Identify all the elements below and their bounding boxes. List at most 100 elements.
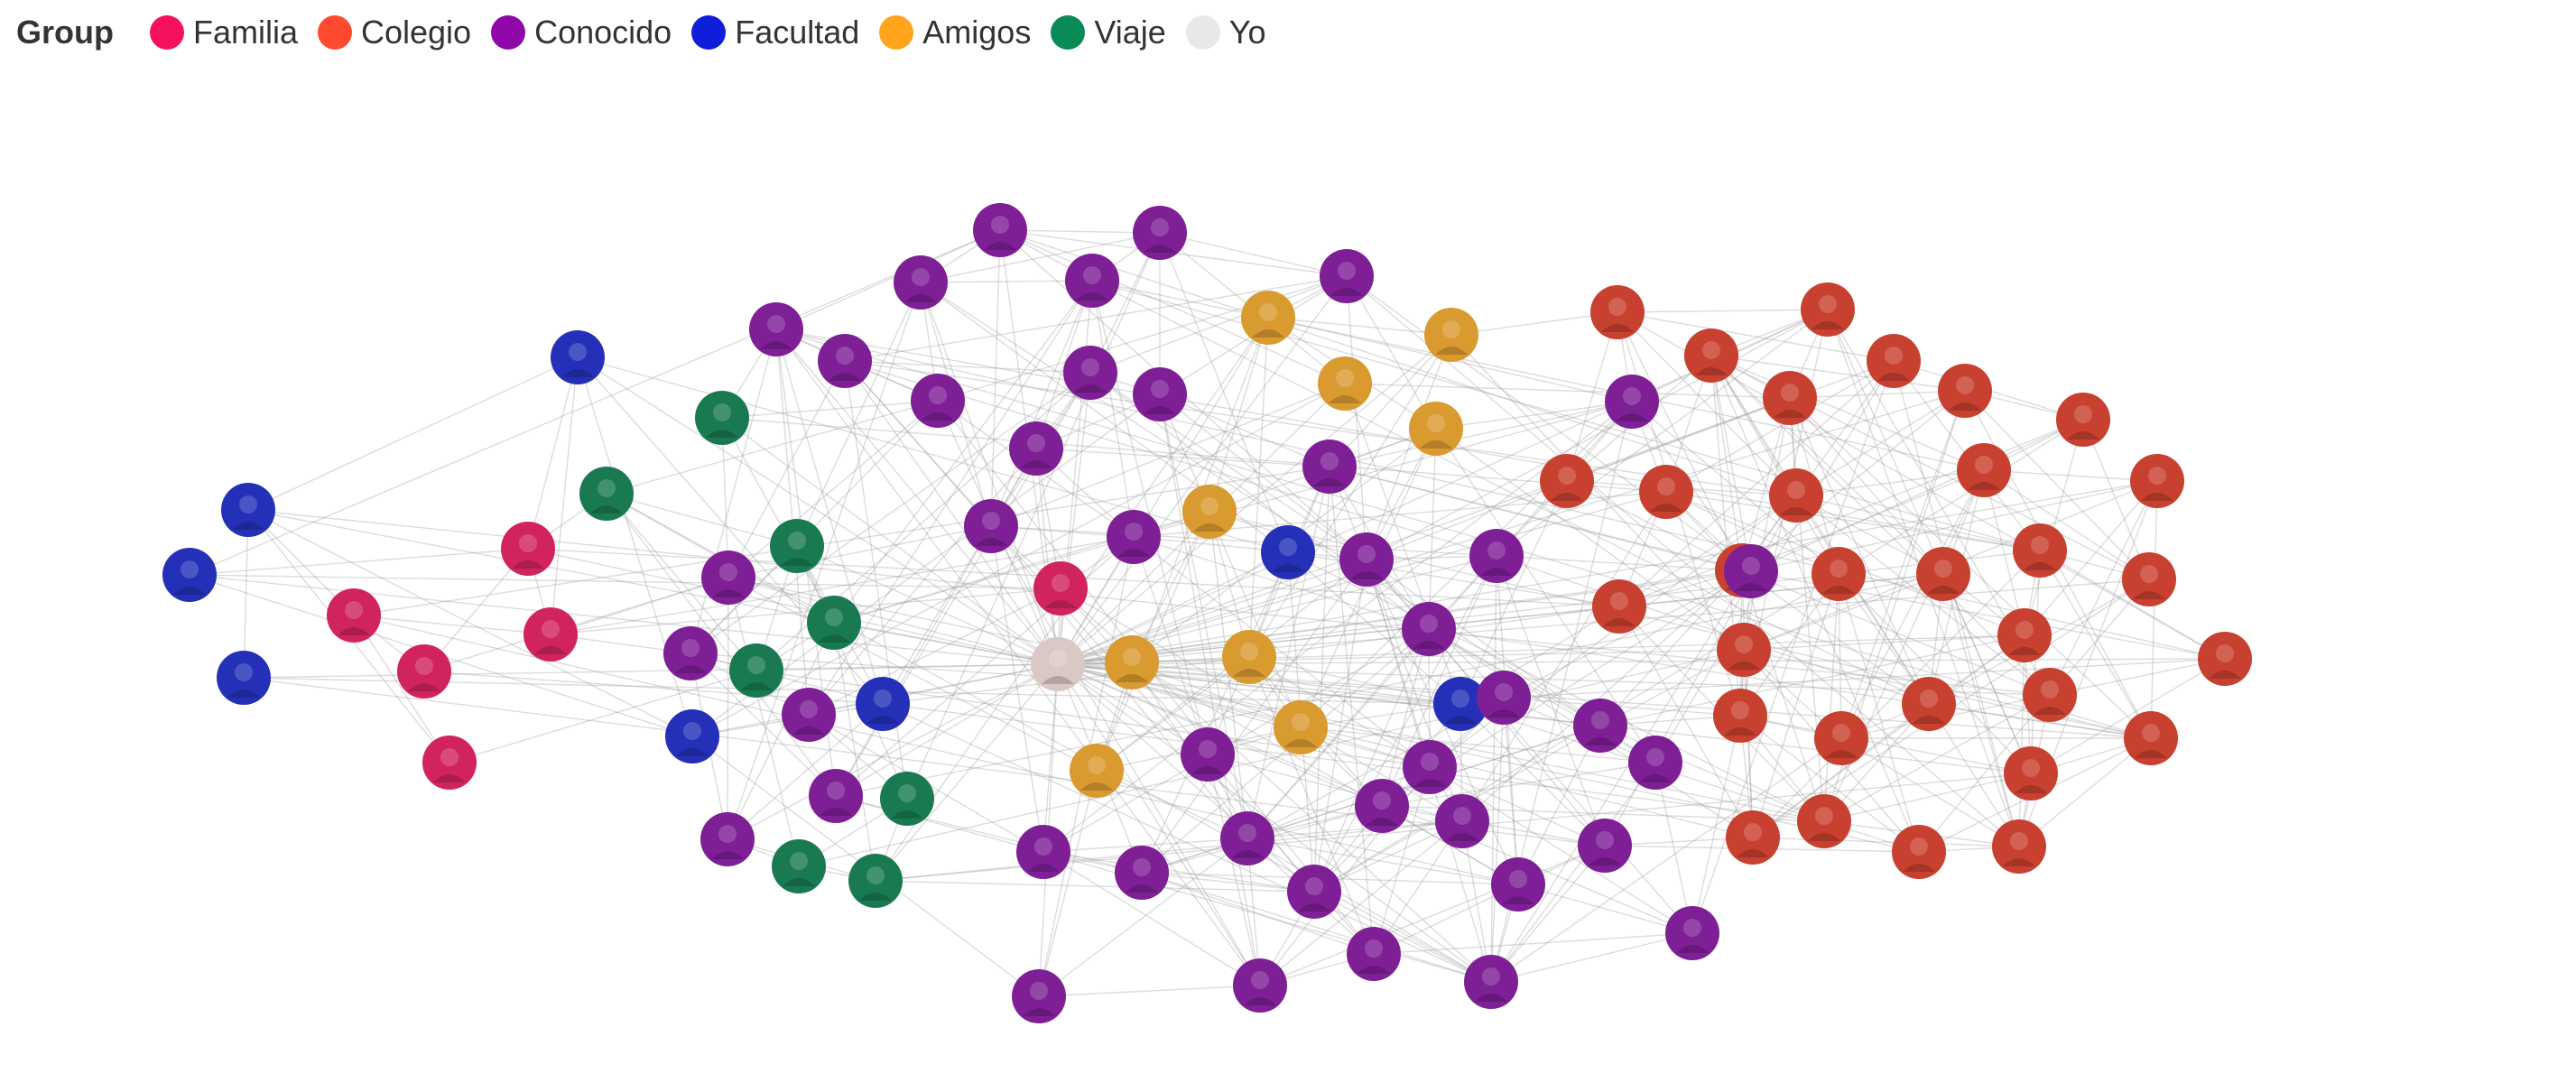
node-viaje[interactable] [729,643,783,698]
node-conocido[interactable] [1320,249,1374,303]
node-viaje[interactable] [770,519,824,573]
node-conocido[interactable] [1115,846,1169,900]
node-conocido[interactable] [1220,811,1274,865]
node-amigos[interactable] [1070,744,1124,798]
node-colegio[interactable] [1592,579,1646,634]
node-conocido[interactable] [701,551,755,605]
node-viaje[interactable] [579,467,634,521]
legend-item-yo[interactable]: Yo [1185,14,1265,51]
node-conocido[interactable] [663,626,718,680]
node-conocido[interactable] [1403,740,1457,794]
node-familia[interactable] [422,736,477,790]
node-facultad[interactable] [1261,525,1315,579]
node-conocido[interactable] [1287,865,1341,919]
legend-item-facultad[interactable]: Facultad [691,14,859,51]
legend-item-colegio[interactable]: Colegio [318,14,471,51]
node-colegio[interactable] [2056,393,2110,447]
node-conocido[interactable] [1464,955,1518,1009]
node-conocido[interactable] [1012,969,1066,1023]
node-familia[interactable] [1033,561,1088,615]
node-conocido[interactable] [973,203,1027,257]
node-colegio[interactable] [1867,334,1921,388]
node-colegio[interactable] [2198,632,2252,686]
node-conocido[interactable] [1578,819,1632,873]
node-amigos[interactable] [1105,635,1159,689]
node-conocido[interactable] [1065,254,1119,308]
node-amigos[interactable] [1241,291,1295,345]
node-viaje[interactable] [880,772,934,826]
node-conocido[interactable] [1063,346,1117,400]
node-viaje[interactable] [848,854,903,908]
node-colegio[interactable] [1684,329,1738,383]
node-conocido[interactable] [1355,779,1409,833]
node-conocido[interactable] [911,374,965,428]
node-conocido[interactable] [749,302,803,356]
node-conocido[interactable] [782,688,836,742]
node-familia[interactable] [327,588,381,643]
node-conocido[interactable] [1347,927,1401,981]
node-colegio[interactable] [2130,454,2184,508]
node-colegio[interactable] [1797,794,1851,848]
node-conocido[interactable] [700,812,755,866]
node-conocido[interactable] [1724,544,1778,598]
node-facultad[interactable] [221,483,275,537]
node-conocido[interactable] [894,255,948,310]
node-facultad[interactable] [217,651,271,705]
node-conocido[interactable] [1435,794,1489,848]
node-conocido[interactable] [964,499,1018,553]
node-colegio[interactable] [2124,711,2178,765]
node-amigos[interactable] [1274,700,1328,754]
node-amigos[interactable] [1424,308,1478,362]
node-colegio[interactable] [1957,443,2011,497]
node-colegio[interactable] [1713,689,1767,743]
node-colegio[interactable] [1992,819,2046,874]
node-colegio[interactable] [1902,677,1956,731]
node-familia[interactable] [397,644,451,699]
node-colegio[interactable] [2122,552,2176,606]
node-colegio[interactable] [1639,465,1693,519]
node-conocido[interactable] [1573,699,1627,753]
node-colegio[interactable] [1938,364,1992,418]
node-amigos[interactable] [1318,356,1372,411]
node-conocido[interactable] [1605,375,1659,429]
node-colegio[interactable] [1763,371,1817,425]
node-viaje[interactable] [695,391,749,445]
node-colegio[interactable] [1590,285,1645,339]
node-conocido[interactable] [1133,367,1187,421]
legend-item-conocido[interactable]: Conocido [491,14,672,51]
node-facultad[interactable] [856,677,910,731]
node-familia[interactable] [524,607,578,662]
node-viaje[interactable] [807,596,861,650]
node-conocido[interactable] [1016,825,1070,879]
node-conocido[interactable] [1181,727,1235,782]
node-conocido[interactable] [1469,529,1524,583]
node-conocido[interactable] [809,769,863,823]
legend-item-viaje[interactable]: Viaje [1051,14,1166,51]
node-colegio[interactable] [1997,608,2052,662]
node-colegio[interactable] [1801,282,1855,337]
node-conocido[interactable] [1665,906,1719,960]
node-conocido[interactable] [1302,440,1357,494]
legend-item-amigos[interactable]: Amigos [879,14,1031,51]
node-yo[interactable] [1031,637,1085,691]
node-conocido[interactable] [1402,602,1456,656]
node-viaje[interactable] [772,839,826,893]
node-colegio[interactable] [1726,810,1780,865]
node-colegio[interactable] [1916,547,1970,601]
node-conocido[interactable] [1628,736,1682,790]
node-amigos[interactable] [1182,485,1237,539]
node-familia[interactable] [501,522,555,576]
node-amigos[interactable] [1222,630,1276,684]
node-colegio[interactable] [1540,454,1594,508]
node-colegio[interactable] [1769,468,1823,523]
node-conocido[interactable] [818,334,872,388]
legend-item-familia[interactable]: Familia [149,14,298,51]
node-conocido[interactable] [1477,671,1531,725]
node-colegio[interactable] [2013,523,2067,578]
node-colegio[interactable] [1717,623,1771,677]
node-facultad[interactable] [162,548,217,602]
node-amigos[interactable] [1409,402,1463,456]
node-colegio[interactable] [1812,547,1866,601]
node-colegio[interactable] [2004,746,2058,800]
